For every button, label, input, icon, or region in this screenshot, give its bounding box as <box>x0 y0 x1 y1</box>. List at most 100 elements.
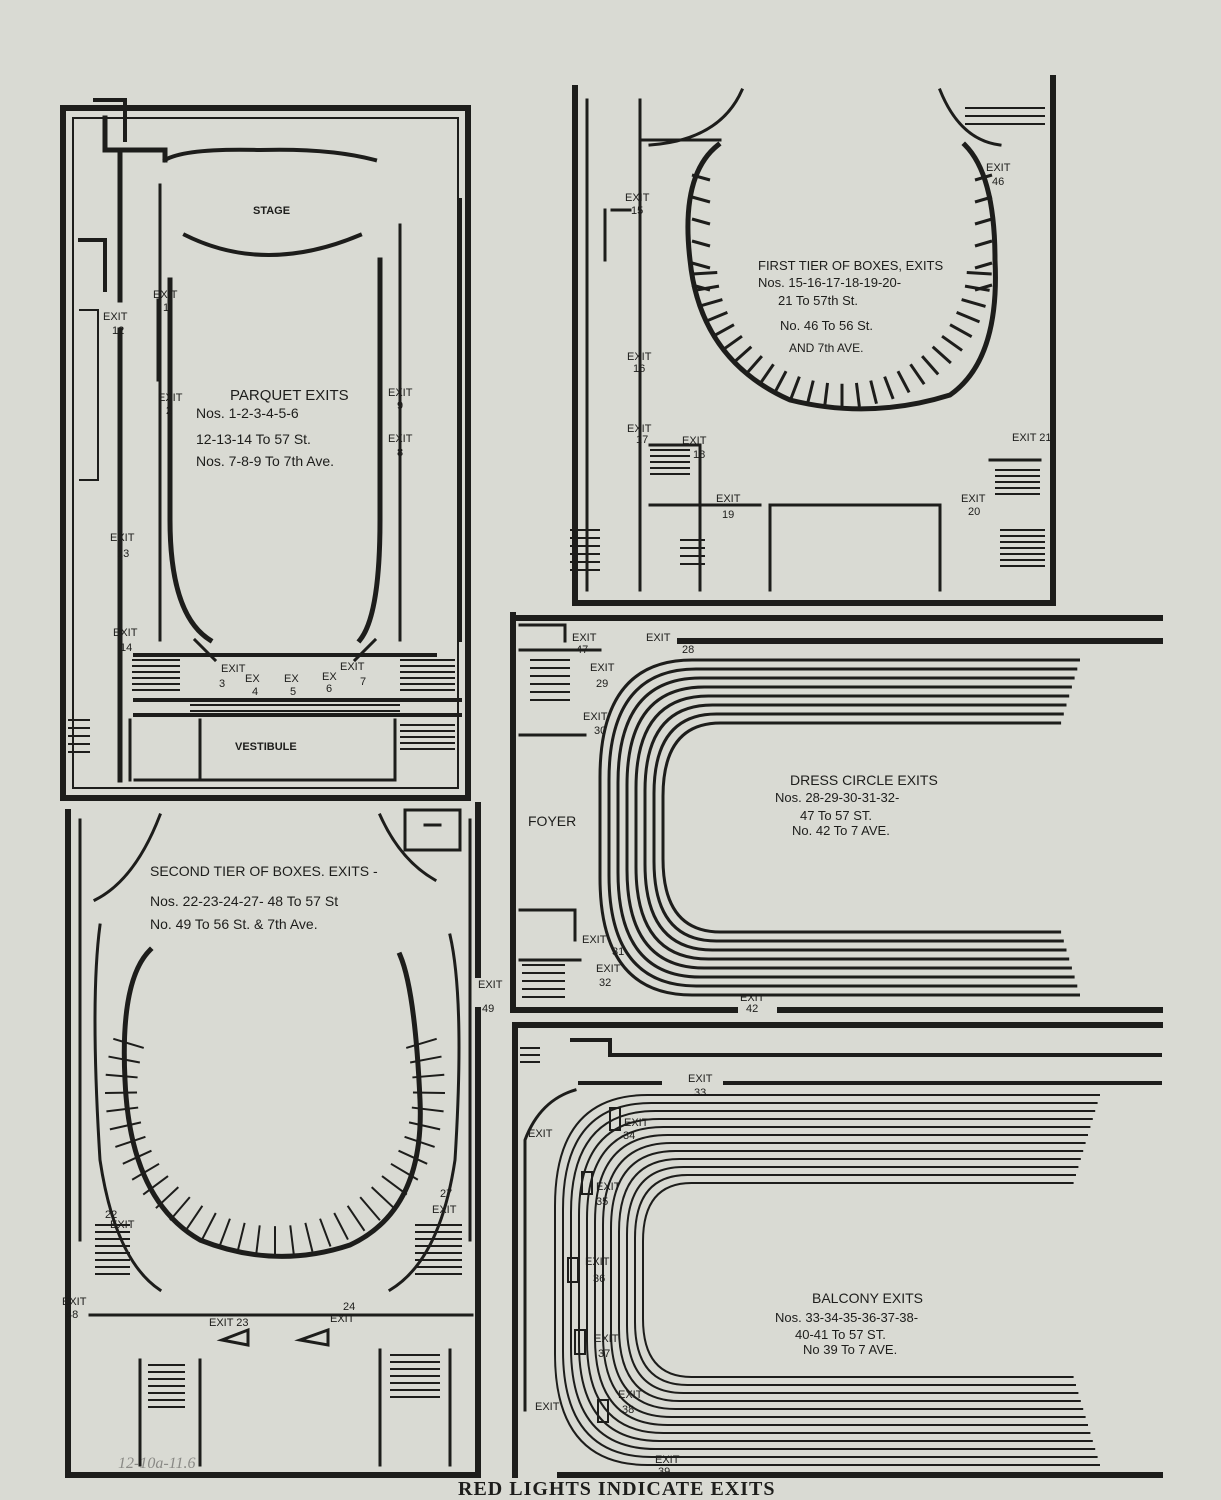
ex-word: EX <box>322 671 337 683</box>
first-tier-plan: FIRST TIER OF BOXES, EXITS Nos. 15-16-17… <box>570 75 1056 606</box>
seating-row <box>634 694 1070 961</box>
exit-23-label: EXIT 23 <box>209 1317 249 1329</box>
parquet-plan: STAGE VESTIBULE PARQUET EXITS Nos. 1-2-3… <box>60 98 471 801</box>
exit-word: EXIT <box>688 1073 713 1085</box>
exit-word: EXIT <box>740 992 765 1004</box>
exit-13-number: 13 <box>117 548 129 560</box>
second-tier-line2: No. 49 To 56 St. & 7th Ave. <box>150 916 318 932</box>
box-partition <box>961 298 986 308</box>
box-partition <box>381 1175 408 1196</box>
exit-word: EXIT <box>572 632 597 644</box>
exit-14-number: 14 <box>120 642 132 654</box>
exit-47-number: 47 <box>576 644 588 656</box>
first-tier-line3: No. 46 To 56 St. <box>780 318 873 333</box>
box-partition <box>106 1106 139 1113</box>
parquet-heading: PARQUET EXITS <box>230 387 349 404</box>
box-partition <box>319 1218 332 1247</box>
box-partition <box>703 311 728 324</box>
box-partition <box>896 370 911 394</box>
box-partition <box>806 380 815 405</box>
exit-word: EXIT <box>618 1389 643 1401</box>
seating-row <box>602 1142 1086 1418</box>
exit-35-number: 35 <box>596 1196 608 1208</box>
box-partition <box>931 345 952 365</box>
exit-16-number: 16 <box>633 363 645 375</box>
seating-row <box>616 676 1075 979</box>
box-partition <box>974 195 993 204</box>
box-partition <box>115 1135 146 1148</box>
exit-word: EXIT <box>596 963 621 975</box>
seating-row <box>618 1158 1081 1402</box>
box-partition <box>201 1212 217 1241</box>
box-partition <box>408 1121 441 1131</box>
seating-row <box>652 712 1064 943</box>
box-partition <box>744 355 763 376</box>
dress-circle-line2: 47 To 57 ST. <box>800 808 872 823</box>
seating-row <box>661 721 1062 934</box>
box-partition <box>122 1149 152 1165</box>
box-partition <box>169 1196 191 1221</box>
exit-word: EXIT <box>585 1256 610 1268</box>
box-partition <box>692 270 718 276</box>
exit-20-number: 20 <box>968 506 980 518</box>
exit-21-label: EXIT 21 <box>1012 432 1052 444</box>
box-partition <box>304 1222 314 1252</box>
exit-word: EXIT <box>596 1181 621 1193</box>
exit-19-number: 19 <box>722 509 734 521</box>
box-partition <box>113 1037 145 1049</box>
balcony-line2: 40-41 To 57 ST. <box>795 1327 886 1342</box>
exit-3-number: 3 <box>219 678 225 690</box>
box-partition <box>883 376 895 400</box>
exit-42-number: 42 <box>746 1003 758 1015</box>
exit-word: EXIT <box>340 661 365 673</box>
balcony-heading: BALCONY EXITS <box>812 1290 923 1306</box>
seating-row <box>594 1134 1088 1426</box>
exit-9-number: 9 <box>397 400 403 412</box>
second-tier-heading: SECOND TIER OF BOXES. EXITS - <box>150 863 378 879</box>
box-partition <box>409 1055 442 1064</box>
parquet-line2: 12-13-14 To 57 St. <box>196 431 311 447</box>
exit-word: EXIT <box>432 1204 457 1216</box>
seating-row <box>643 703 1067 952</box>
ex-word: EX <box>284 673 299 685</box>
box-partition <box>412 1091 445 1095</box>
exit-word: EXIT <box>655 1454 680 1466</box>
exit-37-number: 37 <box>598 1348 610 1360</box>
dress-circle-line1: Nos. 28-29-30-31-32- <box>775 790 899 805</box>
box-partition <box>974 239 993 248</box>
exit-30-number: 30 <box>594 725 606 737</box>
footer-caption: RED LIGHTS INDICATE EXITS <box>458 1478 776 1500</box>
exit-18-number: 18 <box>693 449 705 461</box>
exit-12-number: 12 <box>112 325 124 337</box>
second-tier-plan: SECOND TIER OF BOXES. EXITS - Nos. 22-23… <box>62 802 503 1478</box>
exit-word: EXIT <box>594 1333 619 1345</box>
box-partition <box>691 283 711 292</box>
box-partition <box>691 195 711 204</box>
parquet-line1: Nos. 1-2-3-4-5-6 <box>196 405 299 421</box>
box-partition <box>974 283 993 292</box>
exit-38-number: 38 <box>622 1404 634 1416</box>
exit-17-number: 17 <box>636 434 648 446</box>
box-partition <box>346 1205 366 1232</box>
box-partition <box>691 217 711 226</box>
exit-word: EXIT <box>221 663 246 675</box>
exit-29-number: 29 <box>596 678 608 690</box>
seating-row <box>610 1150 1084 1410</box>
box-partition <box>758 363 775 386</box>
box-partition <box>333 1212 349 1241</box>
box-partition <box>398 1149 428 1165</box>
box-partition <box>921 355 940 376</box>
exit-word: EXIT <box>110 532 135 544</box>
exit-word: EXIT <box>528 1128 553 1140</box>
balcony-seating-rows <box>554 1094 1100 1466</box>
box-partition <box>721 334 743 352</box>
box-partition <box>691 239 711 248</box>
box-partition <box>691 261 711 270</box>
box-partition <box>108 1055 141 1064</box>
stage-label: STAGE <box>253 205 290 217</box>
exit-word: EXIT <box>153 289 178 301</box>
exit-4-number: 4 <box>252 686 258 698</box>
exit-31-number: 31 <box>612 946 624 958</box>
exit-word: EXIT <box>682 435 707 447</box>
exit-word: EXIT <box>961 493 986 505</box>
